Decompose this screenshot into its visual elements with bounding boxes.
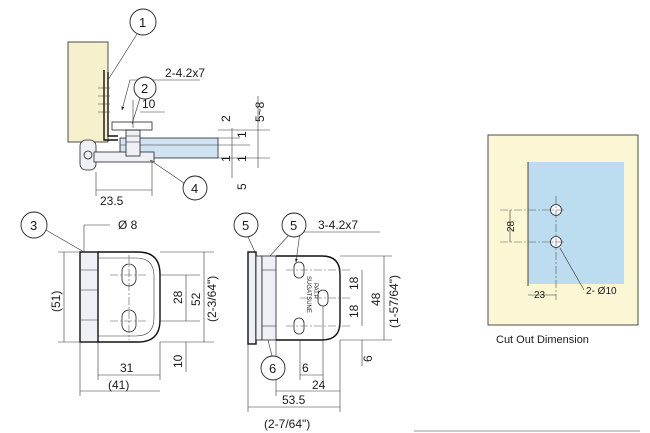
- left-dim-52-in: (2-3/64"): [205, 276, 219, 322]
- right-dim-53-5: 53.5: [282, 393, 306, 407]
- right-dim-48: 48: [369, 292, 383, 306]
- hinge-knuckle: [79, 139, 97, 171]
- cutout-label-holes: 2- Ø10: [586, 286, 617, 297]
- top-dim-5-8: 5~8: [253, 101, 267, 122]
- right-dim-53-5-in: (2-7/64"): [264, 417, 310, 431]
- cutout-dim-28: 28: [506, 220, 517, 232]
- left-dim-41: (41): [108, 378, 129, 392]
- svg-text:5: 5: [290, 218, 297, 233]
- clamp-screw: [125, 129, 141, 157]
- callout-2: 2: [131, 76, 157, 125]
- top-view-section: 2-4.2x7 10 2 1 1 5~8 1 5 23.5: [67, 41, 270, 208]
- cutout-glass: [528, 162, 624, 284]
- top-dim-10: 10: [142, 97, 156, 111]
- top-dim-2: 2: [219, 115, 233, 122]
- hinge-knuckle-front: [79, 251, 99, 343]
- top-dim-1c: 1: [219, 155, 233, 162]
- right-dim-24: 24: [312, 378, 326, 392]
- hinge-plate-section: [103, 70, 118, 141]
- callout-5b: 5: [269, 212, 307, 257]
- right-label-holes: 3-4.2x7: [318, 218, 358, 232]
- right-back-view: SUGATSUNE PAT.P 3-4.2x7 18 18 48 (1-57/6…: [247, 218, 401, 431]
- left-dim-51: (51): [49, 291, 63, 312]
- right-dim-6a: 6: [361, 355, 375, 362]
- top-dim-5: 5: [235, 183, 249, 190]
- svg-text:1: 1: [139, 15, 146, 30]
- cutout-dim-23: 23: [534, 290, 546, 301]
- left-front-view: Ø 8 (51) 28 52 (2-3/64") 10 31 (41): [49, 218, 219, 396]
- wood-panel: [67, 41, 109, 143]
- right-dim-6b: 6: [302, 361, 309, 375]
- right-dim-18b: 18: [347, 304, 361, 318]
- left-dim-28: 28: [171, 290, 185, 304]
- top-dim-1b: 1: [235, 155, 249, 162]
- hinge-base-plate: [93, 151, 155, 163]
- left-dim-52: 52: [189, 292, 203, 306]
- left-dim-phi8: Ø 8: [118, 218, 138, 232]
- callout-5a: 5: [233, 212, 259, 255]
- top-dim-23-5: 23.5: [100, 194, 124, 208]
- callout-4: 4: [149, 159, 208, 201]
- callout-3: 3: [20, 211, 85, 253]
- callout-6: 6: [260, 339, 286, 381]
- back-stamp-2: PAT.P: [312, 283, 318, 299]
- right-dim-18a: 18: [347, 276, 361, 290]
- hinge-edge-strip: [247, 251, 257, 345]
- cutout-caption: Cut Out Dimension: [496, 334, 589, 346]
- back-stamp-1: SUGATSUNE: [305, 276, 311, 313]
- svg-text:3: 3: [30, 218, 37, 233]
- svg-text:2: 2: [141, 81, 148, 96]
- callout-1: 1: [107, 8, 157, 81]
- left-dim-10: 10: [171, 354, 185, 368]
- hinge-plate-front: [98, 251, 161, 343]
- svg-text:5: 5: [242, 218, 249, 233]
- svg-text:4: 4: [191, 181, 198, 196]
- cutout-panel: 28 23 2- Ø10 Cut Out Dimension: [487, 134, 639, 346]
- right-dim-48-in: (1-57/64"): [387, 275, 401, 328]
- left-dim-31: 31: [120, 361, 134, 375]
- svg-text:6: 6: [269, 361, 276, 376]
- top-dim-1a: 1: [235, 131, 249, 138]
- top-label-holes: 2-4.2x7: [165, 66, 205, 80]
